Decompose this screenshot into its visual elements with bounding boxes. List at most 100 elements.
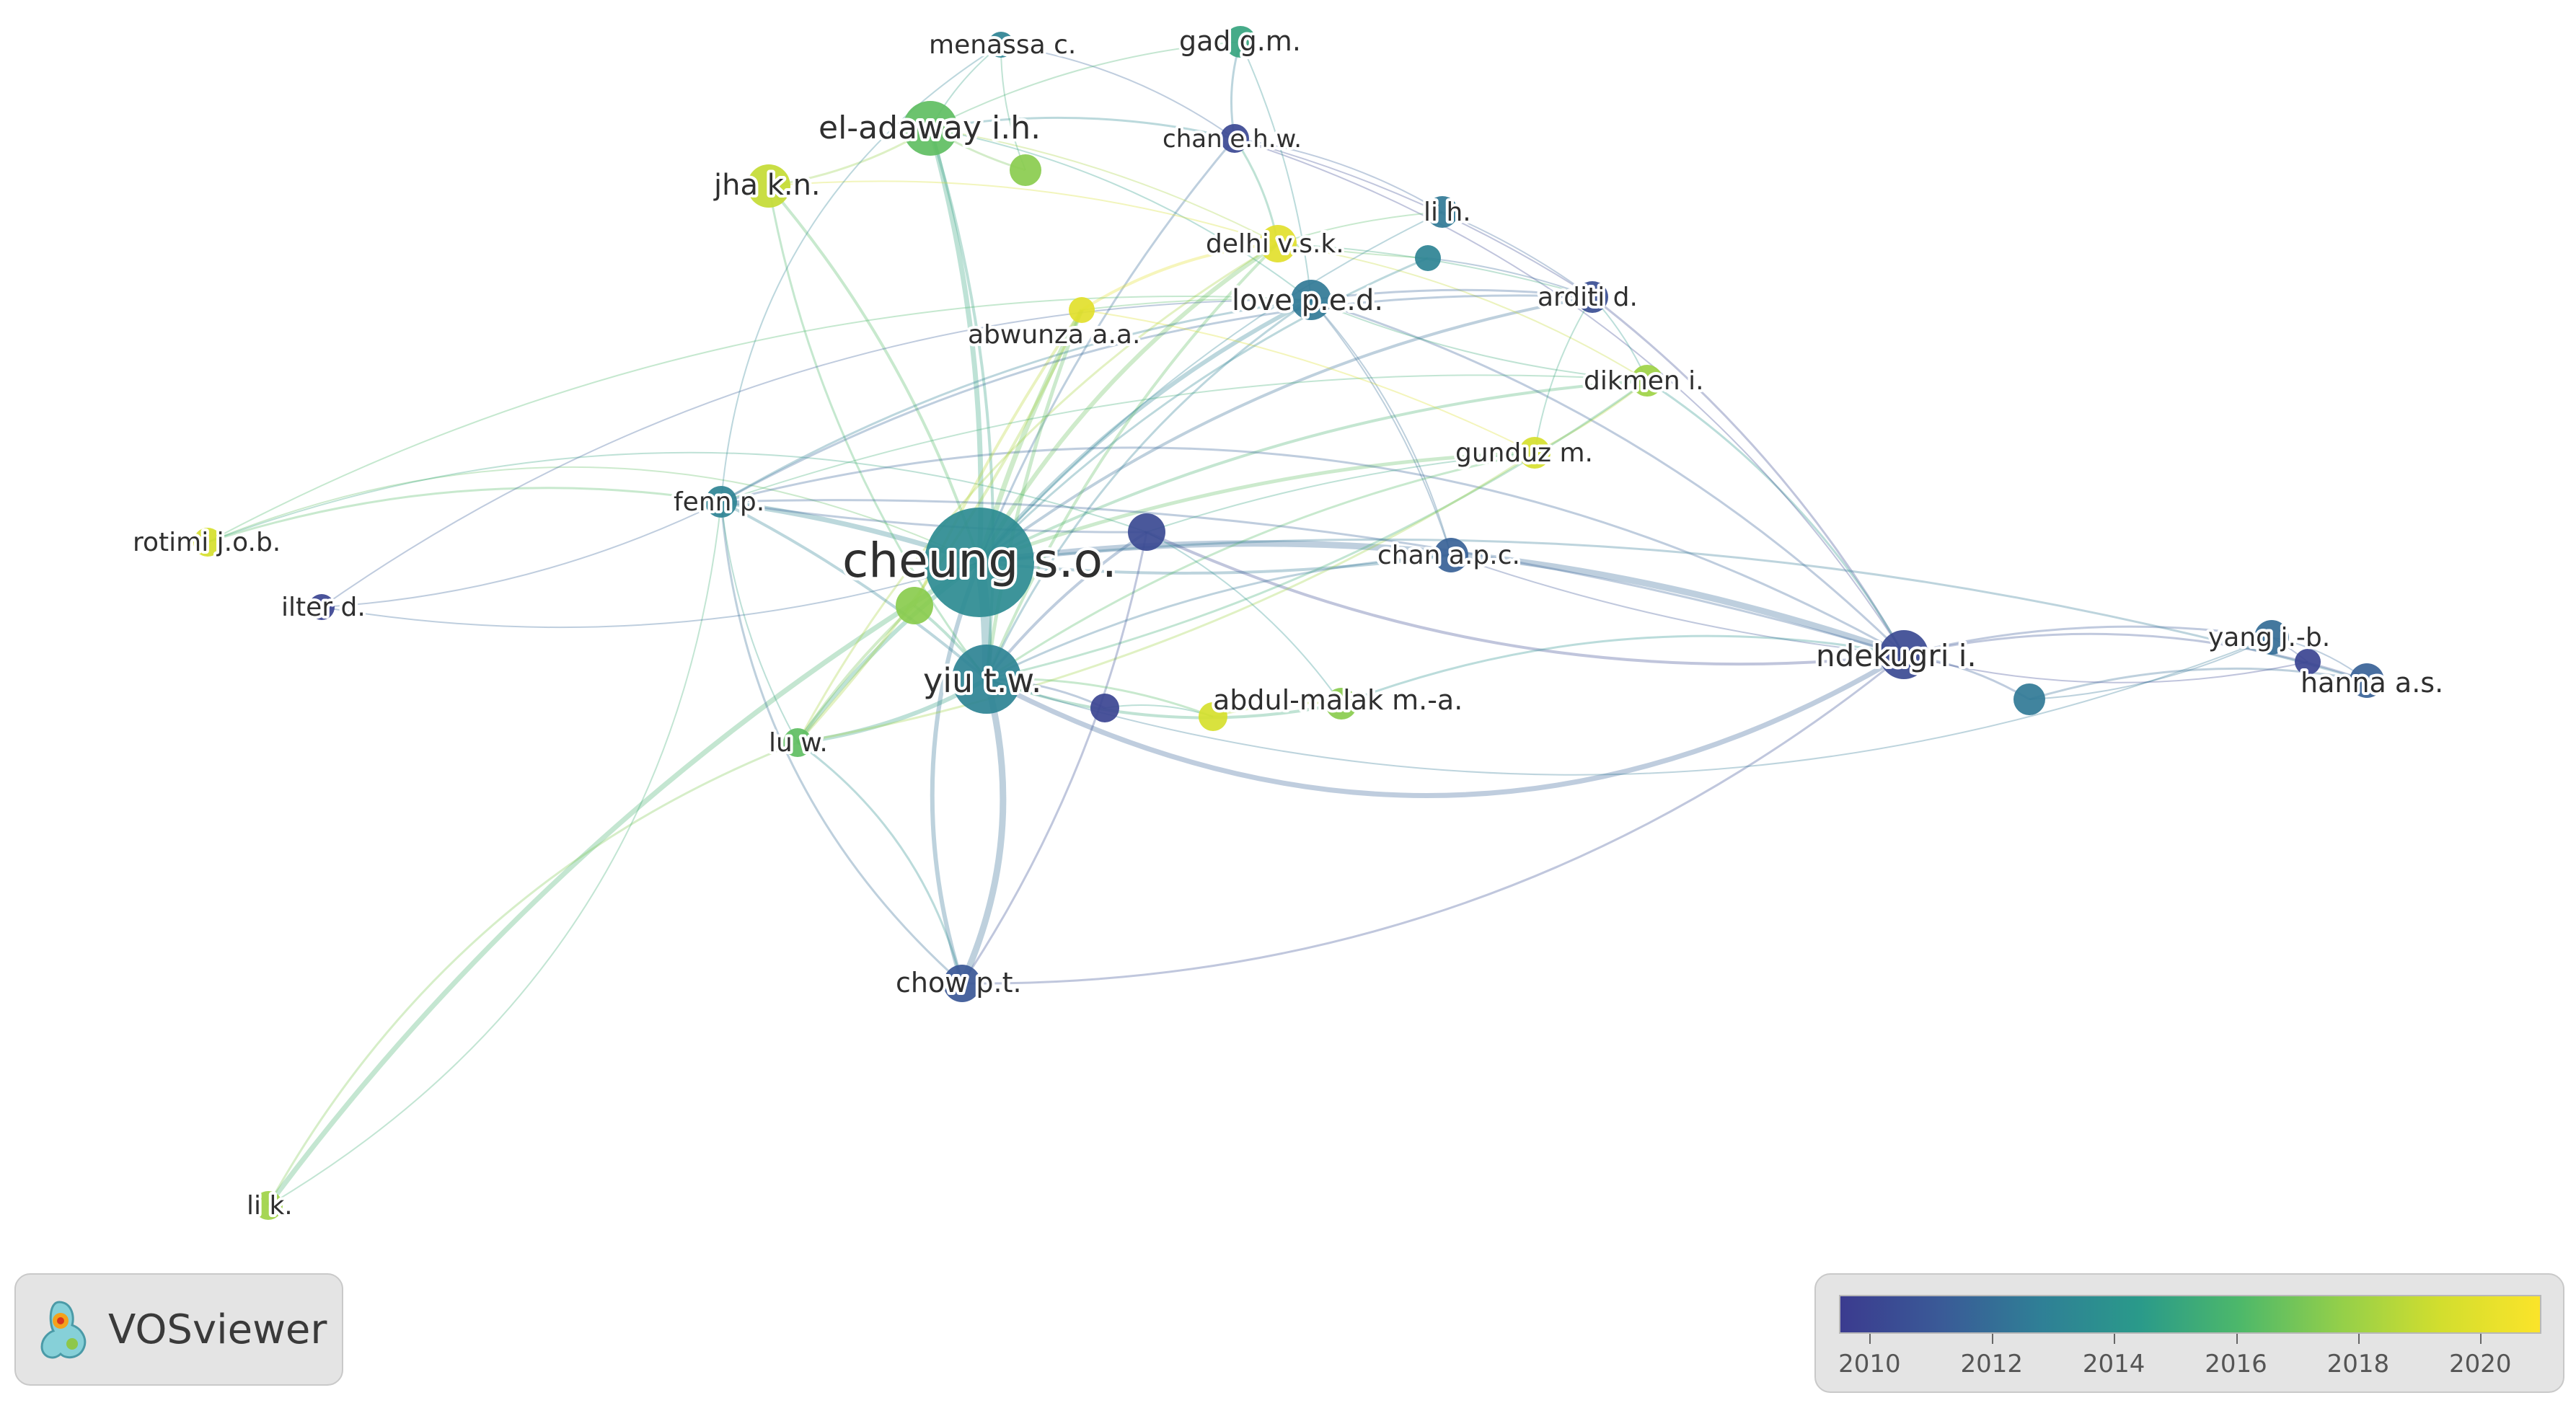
node-jha[interactable] bbox=[747, 164, 790, 208]
node-dikmen[interactable] bbox=[1631, 365, 1663, 397]
link-rotimi-lovepd bbox=[207, 296, 1312, 543]
link-fenn-chowpt bbox=[720, 501, 963, 985]
link-cheung-hanna bbox=[979, 538, 2368, 682]
node-label-fenn[interactable]: fenn p. bbox=[671, 484, 767, 520]
link-fenn-ndekugri bbox=[720, 499, 1905, 656]
link-fenn-ilter bbox=[321, 501, 722, 608]
link-ndekugri-yang bbox=[1903, 625, 2272, 656]
link-lik-luw bbox=[267, 741, 798, 1206]
link-delhi-yiu bbox=[985, 242, 1279, 680]
node-n_green1[interactable] bbox=[1010, 154, 1041, 186]
link-menassa-fenn bbox=[720, 44, 1002, 503]
vosviewer-logo-text: VOSviewer bbox=[108, 1306, 327, 1353]
legend-tick-label: 2016 bbox=[2205, 1350, 2267, 1378]
node-label-arditi[interactable]: arditi d. bbox=[1535, 280, 1641, 315]
node-label-jha[interactable]: jha k.n. bbox=[710, 166, 824, 205]
node-delhi[interactable] bbox=[1259, 225, 1297, 262]
link-lih-arditi bbox=[1442, 211, 1593, 298]
node-label-abwunza[interactable]: abwunza a.a. bbox=[965, 317, 1143, 353]
node-n_green2[interactable] bbox=[896, 587, 933, 624]
link-lovepd-chanapc bbox=[1310, 299, 1452, 556]
link-n_teal2-hanna bbox=[2029, 667, 2368, 701]
link-n_green2-luw bbox=[796, 604, 916, 744]
node-n_purple1[interactable] bbox=[1128, 513, 1165, 551]
node-label-lih[interactable]: li h. bbox=[1421, 195, 1474, 230]
link-n_teal2-yang bbox=[2029, 637, 2272, 700]
link-cheung-dikmen bbox=[979, 379, 1648, 564]
node-label-rotimi[interactable]: rotimi j.o.b. bbox=[130, 525, 283, 560]
node-label-chowpt[interactable]: chow p.t. bbox=[893, 964, 1025, 1001]
node-hanna[interactable] bbox=[2350, 663, 2384, 698]
node-label-dikmen[interactable]: dikmen i. bbox=[1581, 363, 1707, 399]
link-dikmen-gunduz bbox=[1534, 379, 1648, 454]
node-label-cheung[interactable]: cheung s.o. bbox=[839, 530, 1120, 591]
node-n_yellow1[interactable] bbox=[1199, 702, 1227, 731]
node-label-lik[interactable]: li k. bbox=[244, 1188, 296, 1223]
node-label-ilter[interactable]: ilter d. bbox=[278, 590, 369, 625]
node-n_purple3[interactable] bbox=[2295, 649, 2321, 675]
link-gad-lovepd bbox=[1240, 41, 1312, 301]
node-lik[interactable] bbox=[254, 1191, 283, 1220]
node-chowpt[interactable] bbox=[943, 965, 981, 1002]
link-n_purple1-gunduz bbox=[1146, 452, 1535, 533]
link-ndekugri-lovepd bbox=[1310, 298, 1905, 656]
node-label-gunduz[interactable]: gunduz m. bbox=[1452, 435, 1596, 471]
legend-tick-label: 2014 bbox=[2082, 1350, 2145, 1378]
node-label-gad[interactable]: gad g.m. bbox=[1176, 22, 1304, 60]
legend-tick-mark bbox=[2114, 1334, 2116, 1344]
link-cheung-gunduz bbox=[979, 451, 1535, 565]
node-abdulmalak[interactable] bbox=[1326, 688, 1357, 720]
node-n_teal1[interactable] bbox=[1415, 245, 1441, 271]
node-label-abdulmalak[interactable]: abdul-malak m.-a. bbox=[1210, 681, 1465, 719]
node-fenn[interactable] bbox=[705, 486, 737, 518]
node-label-chanehw[interactable]: chan e.h.w. bbox=[1160, 122, 1305, 156]
node-label-lovepd[interactable]: love p.e.d. bbox=[1229, 281, 1386, 320]
node-label-hanna[interactable]: hanna a.s. bbox=[2298, 664, 2446, 702]
vosviewer-logo-icon bbox=[40, 1301, 87, 1359]
node-label-eladaway[interactable]: el-adaway i.h. bbox=[816, 107, 1044, 149]
link-chanehw-eladaway bbox=[930, 116, 1235, 140]
node-arditi[interactable] bbox=[1576, 281, 1608, 313]
link-yiu-chowpt bbox=[958, 678, 1007, 985]
link-n_purple1-chowpt bbox=[961, 531, 1148, 984]
node-lovepd[interactable] bbox=[1291, 280, 1331, 320]
node-label-yiu[interactable]: yiu t.w. bbox=[920, 658, 1044, 703]
node-label-luw[interactable]: lu w. bbox=[766, 725, 831, 761]
node-gunduz[interactable] bbox=[1519, 437, 1551, 469]
legend-tick-mark bbox=[1991, 1334, 1993, 1344]
node-label-yang[interactable]: yang j.-b. bbox=[2205, 620, 2333, 655]
node-n_purple2[interactable] bbox=[1090, 694, 1119, 722]
link-ndekugri-fenn bbox=[720, 446, 1905, 656]
link-chanapc-lovepd bbox=[1310, 299, 1452, 556]
legend-tick-label: 2010 bbox=[1838, 1350, 1901, 1378]
link-lovepd-abwunza bbox=[1081, 298, 1312, 311]
link-delhi-dikmen bbox=[1277, 243, 1648, 381]
node-chanehw[interactable] bbox=[1220, 124, 1249, 153]
node-eladaway[interactable] bbox=[903, 101, 958, 156]
link-delhi-luw bbox=[796, 242, 1279, 743]
node-menassa[interactable] bbox=[988, 32, 1014, 58]
link-n_teal1-arditi bbox=[1427, 257, 1593, 298]
node-ndekugri[interactable] bbox=[1879, 630, 1928, 679]
node-rotimi[interactable] bbox=[193, 528, 222, 557]
node-chanapc[interactable] bbox=[1434, 538, 1468, 572]
link-ilter-lovepd bbox=[321, 298, 1312, 608]
node-yiu[interactable] bbox=[952, 645, 1021, 714]
node-cheung[interactable] bbox=[925, 508, 1034, 617]
node-label-menassa[interactable]: menassa c. bbox=[926, 27, 1079, 63]
node-label-ndekugri[interactable]: ndekugri i. bbox=[1813, 635, 1980, 676]
node-ilter[interactable] bbox=[309, 594, 335, 620]
legend-tick-mark bbox=[2236, 1334, 2238, 1344]
node-yang[interactable] bbox=[2254, 620, 2289, 655]
node-label-delhi[interactable]: delhi v.s.k. bbox=[1203, 226, 1347, 262]
link-cheung-delhi bbox=[977, 242, 1279, 564]
node-lih[interactable] bbox=[1426, 196, 1458, 228]
node-gad[interactable] bbox=[1225, 26, 1256, 58]
node-luw[interactable] bbox=[783, 728, 812, 757]
node-label-chanapc[interactable]: chan a.p.c. bbox=[1375, 538, 1523, 573]
node-n_teal2[interactable] bbox=[2013, 683, 2045, 715]
link-jha-delhi bbox=[768, 180, 1279, 244]
node-abwunza[interactable] bbox=[1069, 297, 1095, 323]
